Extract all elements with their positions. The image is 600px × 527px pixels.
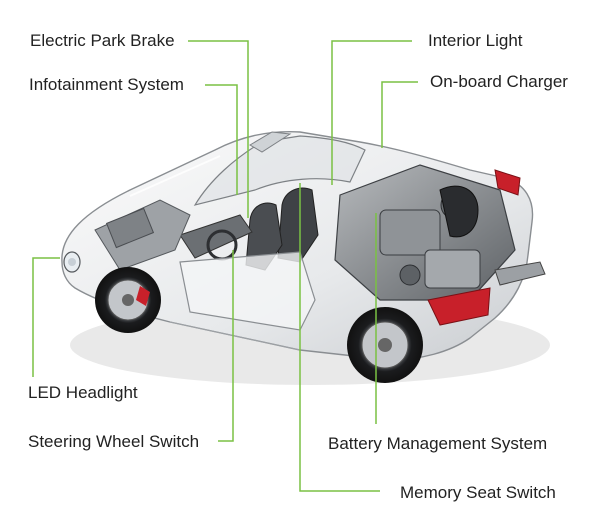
leader-line-interior-light: [331, 40, 412, 185]
label-memory-seat-switch: Memory Seat Switch: [400, 483, 556, 502]
leader-lines: [32, 40, 418, 492]
leader-line-led-headlight: [32, 257, 60, 377]
leader-line-electric-park-brake: [188, 40, 249, 218]
label-led-headlight: LED Headlight: [28, 383, 138, 402]
label-battery-management-system: Battery Management System: [328, 434, 548, 453]
engine-part: [399, 264, 421, 286]
label-infotainment-system: Infotainment System: [29, 75, 184, 94]
seat: [277, 187, 319, 263]
label-interior-light: Interior Light: [428, 31, 523, 50]
front-radiator: [105, 207, 155, 249]
body-highlight: [169, 321, 301, 351]
leader-line-memory-seat-switch: [299, 183, 380, 492]
roof-pillar: [249, 131, 292, 153]
front-wheel: [95, 267, 161, 333]
engine-block: [424, 249, 481, 289]
leader-line-infotainment-system: [205, 84, 238, 195]
taillight: [427, 287, 491, 326]
label-onboard-charger: On-board Charger: [430, 72, 568, 91]
engine-block: [379, 209, 441, 256]
label-electric-park-brake: Electric Park Brake: [30, 31, 175, 50]
rear-wheel-far: [439, 185, 479, 238]
leader-line-steering-wheel-switch: [218, 250, 234, 442]
label-steering-wheel-switch: Steering Wheel Switch: [28, 432, 200, 451]
headlight-lens: [68, 258, 76, 266]
leader-line-onboard-charger: [381, 81, 418, 148]
taillight: [494, 169, 521, 196]
dashboard: [179, 214, 253, 259]
rear-wheel: [347, 307, 423, 383]
door-panel: [179, 251, 316, 331]
body-highlight: [129, 155, 221, 197]
exhaust: [494, 261, 546, 286]
